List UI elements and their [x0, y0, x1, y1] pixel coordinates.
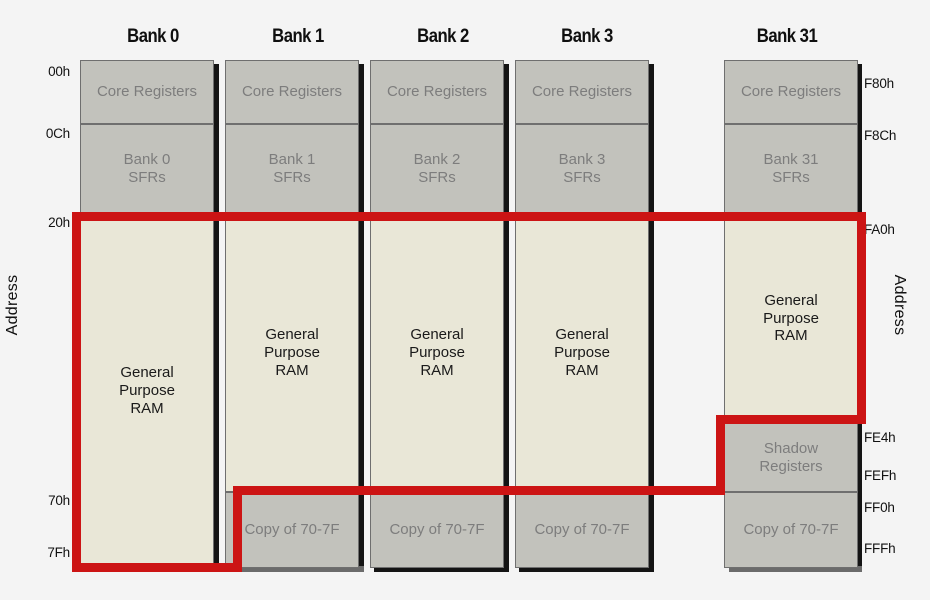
highlight-left-edge: [72, 212, 81, 572]
bank-0-core-registers[interactable]: Core Registers: [80, 60, 214, 124]
bank-1-core-registers[interactable]: Core Registers: [225, 60, 359, 124]
highlight-bank31-bottom-edge: [716, 415, 866, 424]
bank-31-core-registers[interactable]: Core Registers: [724, 60, 858, 124]
bank-1-shadow-bottom: [229, 566, 364, 572]
bank-2-copy-of-70-7f[interactable]: Copy of 70-7F: [370, 492, 504, 568]
bank-31-shadow-bottom: [729, 566, 862, 572]
left-tick-7Fh: 7Fh: [47, 545, 70, 560]
bank-31-core-registers-label: Core Registers: [740, 83, 842, 101]
right-axis-label: Address: [891, 274, 908, 336]
highlight-70h-edge: [233, 486, 725, 495]
left-tick-0Ch: 0Ch: [45, 126, 70, 141]
left-tick-70h: 70h: [48, 493, 70, 508]
bank-0-core-registers-label: Core Registers: [96, 83, 198, 101]
right-tick-FFFh: FFFh: [864, 541, 896, 556]
bank-3-shadow-bottom: [519, 566, 654, 572]
bank-2-core-registers[interactable]: Core Registers: [370, 60, 504, 124]
left-tick-00h: 00h: [48, 64, 70, 79]
bank-title-2: Bank 2: [417, 26, 469, 47]
highlight-bank1-left-edge: [233, 486, 242, 572]
bank-3-copy-of-70-7f-label: Copy of 70-7F: [534, 521, 630, 539]
highlight-top-edge: [72, 212, 866, 221]
bank-2-shadow-right: [503, 64, 509, 572]
bank-title-1: Bank 1: [272, 26, 324, 47]
bank-title-0: Bank 0: [127, 26, 179, 47]
bank-3-core-registers[interactable]: Core Registers: [515, 60, 649, 124]
bank-3-core-registers-label: Core Registers: [531, 83, 633, 101]
bank-title-31: Bank 31: [756, 26, 818, 47]
bank-2-copy-of-70-7f-label: Copy of 70-7F: [389, 521, 485, 539]
highlight-bottom-edge: [72, 563, 242, 572]
highlight-right-edge: [857, 212, 866, 424]
right-tick-F8Ch: F8Ch: [864, 128, 897, 143]
bank-1-core-registers-label: Core Registers: [241, 83, 343, 101]
right-tick-FF0h: FF0h: [864, 500, 895, 515]
right-tick-FEFh: FEFh: [864, 468, 897, 483]
bank-31-copy-of-70-7f[interactable]: Copy of 70-7F: [724, 492, 858, 568]
bank-0-shadow-right: [213, 64, 219, 572]
bank-1-copy-of-70-7f[interactable]: Copy of 70-7F: [225, 492, 359, 568]
right-tick-FA0h: FA0h: [864, 222, 895, 237]
bank-1-shadow-right: [358, 64, 364, 572]
bank-31-copy-of-70-7f-label: Copy of 70-7F: [743, 521, 839, 539]
bank-3-copy-of-70-7f[interactable]: Copy of 70-7F: [515, 492, 649, 568]
bank-2-shadow-bottom: [374, 566, 509, 572]
left-tick-20h: 20h: [48, 215, 70, 230]
right-tick-FE4h: FE4h: [864, 430, 896, 445]
highlight-bank31-left-edge: [716, 415, 725, 495]
left-axis-label: Address: [4, 274, 21, 336]
bank-2-core-registers-label: Core Registers: [386, 83, 488, 101]
bank-1-copy-of-70-7f-label: Copy of 70-7F: [244, 521, 340, 539]
right-tick-F80h: F80h: [864, 76, 894, 91]
bank-3-shadow-right: [648, 64, 654, 572]
bank-title-3: Bank 3: [561, 26, 613, 47]
